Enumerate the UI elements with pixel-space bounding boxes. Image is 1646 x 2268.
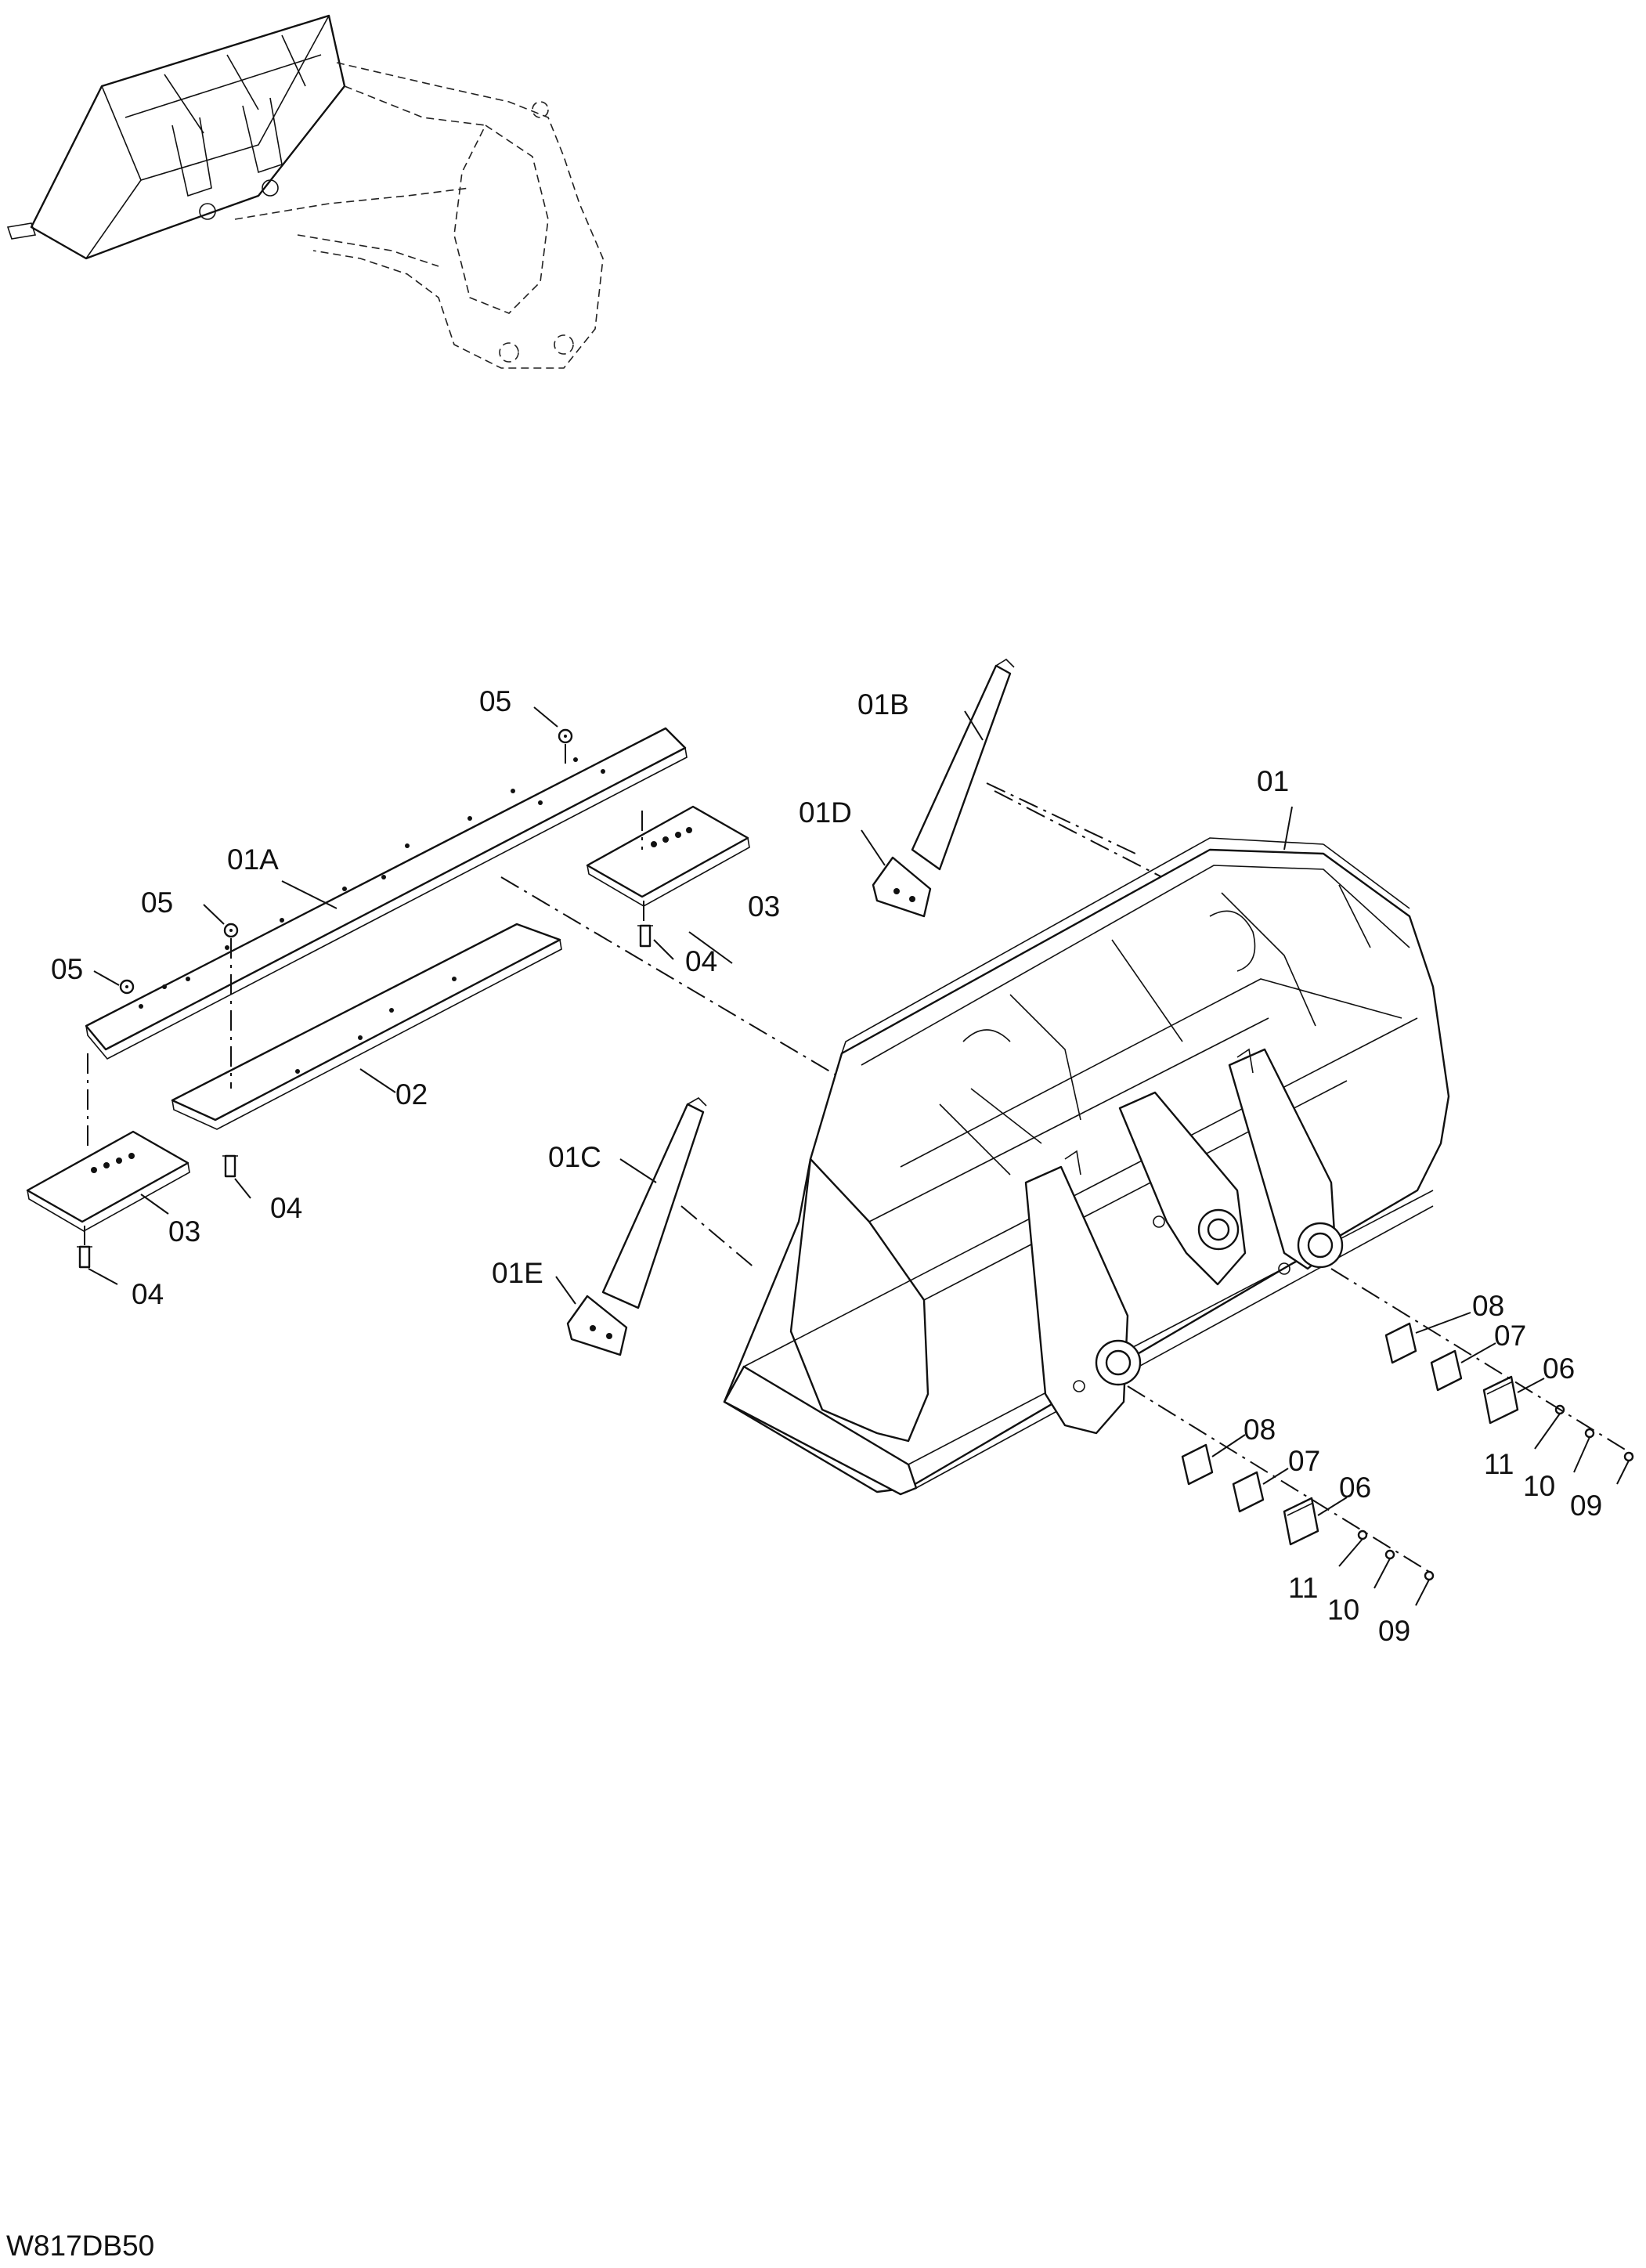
callout-04-middle: 04 (270, 1192, 302, 1224)
edge-01A-holes (139, 757, 605, 1009)
callout-04-lower: 04 (132, 1278, 164, 1310)
callout-09-lower: 09 (1378, 1615, 1410, 1647)
callout-04-upper: 04 (685, 945, 717, 977)
locator-thumbnail (6, 14, 604, 369)
callout-07-upper: 07 (1494, 1320, 1526, 1352)
nut-05-top (558, 728, 573, 744)
callout-06-upper: 06 (1543, 1352, 1575, 1385)
callout-01E: 01E (492, 1257, 543, 1289)
callout-05-middle: 05 (141, 887, 173, 919)
side-cutter-assembly-lines (680, 782, 1136, 1269)
callout-07-lower: 07 (1288, 1445, 1320, 1477)
nut-05-middle (223, 923, 239, 938)
callout-01: 01 (1257, 765, 1289, 797)
pin-hardware-set-upper (1384, 1322, 1634, 1462)
callout-06-lower: 06 (1339, 1472, 1371, 1504)
callout-02: 02 (395, 1078, 428, 1111)
cutting-edge-02 (171, 923, 562, 1130)
callout-01A: 01A (227, 843, 279, 876)
side-cutter-01C (601, 1097, 707, 1309)
callout-09-upper: 09 (1570, 1490, 1602, 1522)
end-bit-03-lower (26, 1130, 190, 1232)
callout-01D: 01D (799, 796, 852, 829)
nut-05-left (119, 979, 135, 995)
wear-plate-01E (566, 1295, 628, 1356)
cutting-edge-01A (85, 727, 688, 1060)
callout-03-upper: 03 (748, 890, 780, 923)
bolt-04-upper (637, 924, 653, 948)
callout-11-upper: 11 (1484, 1448, 1514, 1480)
end-bit-03-upper (586, 805, 750, 907)
callout-01B: 01B (857, 688, 909, 720)
pin-hardware-assembly-lines (1127, 1268, 1637, 1575)
bolt-04-lower (77, 1245, 92, 1269)
callout-11-lower: 11 (1288, 1572, 1318, 1604)
callout-05-top: 05 (479, 685, 511, 717)
callout-10-upper: 10 (1523, 1470, 1555, 1502)
drawing-code: W817DB50 (6, 2230, 154, 2262)
callout-10-lower: 10 (1327, 1594, 1359, 1626)
callout-01C: 01C (548, 1141, 601, 1173)
bolt-04-middle (222, 1154, 238, 1178)
callout-03-lower: 03 (168, 1215, 200, 1248)
bucket-01 (723, 837, 1450, 1496)
callout-08-upper: 08 (1472, 1290, 1504, 1322)
wear-plate-01D (872, 856, 932, 918)
edge-02-holes (295, 977, 457, 1074)
side-cutter-01B (911, 658, 1015, 871)
callout-05-left: 05 (51, 953, 83, 985)
leader-lines (88, 706, 1630, 1606)
callout-08-lower: 08 (1244, 1414, 1276, 1446)
pin-hardware-set-lower (1181, 1443, 1435, 1581)
